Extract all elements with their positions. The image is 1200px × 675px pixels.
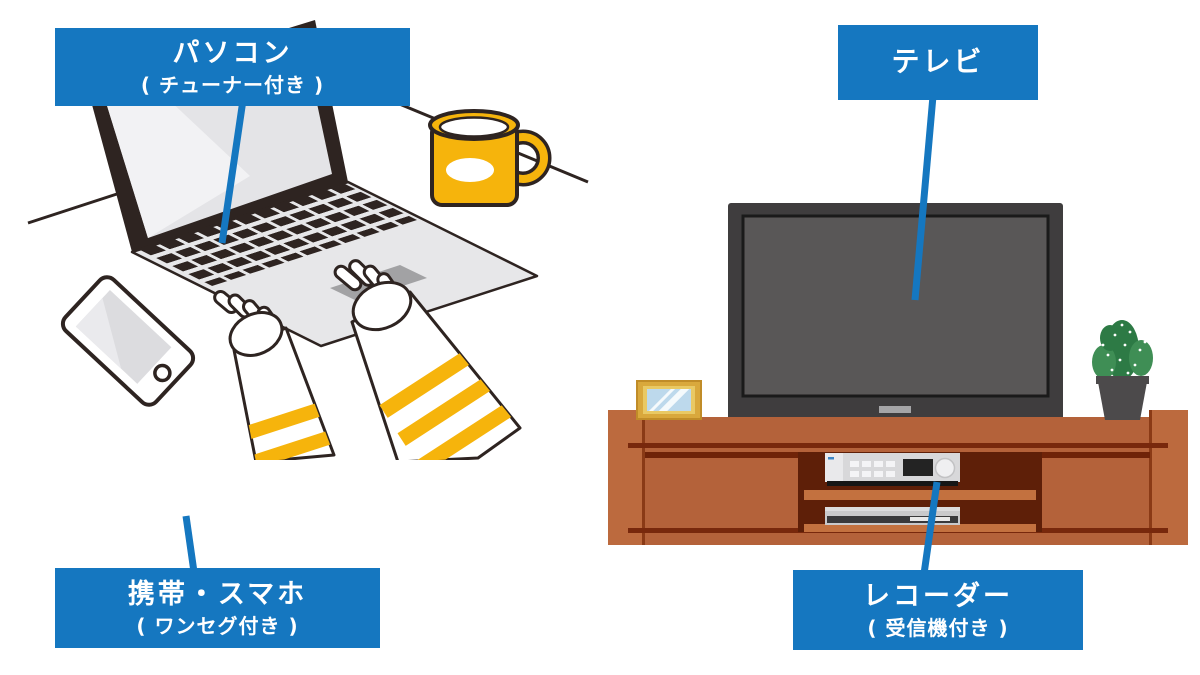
callout-line-mobile — [182, 515, 198, 573]
recorder-label: レコーダー ( 受信機付き ) — [793, 570, 1083, 650]
smartphone-illustration — [60, 275, 196, 407]
recorder-label-subtitle: ( 受信機付き ) — [867, 615, 1009, 640]
tv-scene — [600, 160, 1200, 560]
recorder-knob — [934, 457, 956, 479]
glass-glare — [648, 389, 690, 411]
home-button — [153, 363, 172, 383]
recorder-buttons — [850, 461, 895, 477]
cactus-dots — [1101, 323, 1147, 375]
left-sleeve-stripes — [242, 399, 334, 462]
photo-frame-illustration — [636, 380, 702, 420]
dvd-player-illustration — [825, 507, 960, 525]
tv-label-title: テレビ — [891, 45, 985, 79]
mobile-label: 携帯・スマホ ( ワンセグ付き ) — [55, 568, 380, 648]
right-sleeve-stripes — [379, 345, 516, 462]
pc-label: パソコン ( チューナー付き ) — [55, 28, 410, 106]
mobile-label-subtitle: ( ワンセグ付き ) — [136, 613, 299, 638]
tv-label: テレビ — [838, 25, 1038, 100]
right-hand — [333, 259, 413, 332]
pc-label-subtitle: ( チューナー付き ) — [140, 72, 325, 97]
pc-label-title: パソコン — [172, 38, 293, 70]
tv-illustration — [728, 203, 1063, 444]
recorder-display — [903, 459, 933, 476]
recorder-illustration — [825, 453, 960, 486]
tv-logo-bar — [879, 406, 911, 413]
tv-scene-art — [608, 203, 1188, 545]
left-hand — [213, 290, 284, 357]
coffee-mug-illustration — [428, 109, 552, 207]
cactus-illustration — [1092, 320, 1153, 420]
mobile-label-title: 携帯・スマホ — [127, 579, 308, 611]
recorder-label-title: レコーダー — [863, 581, 1013, 613]
typing-hands-illustration — [213, 259, 522, 464]
